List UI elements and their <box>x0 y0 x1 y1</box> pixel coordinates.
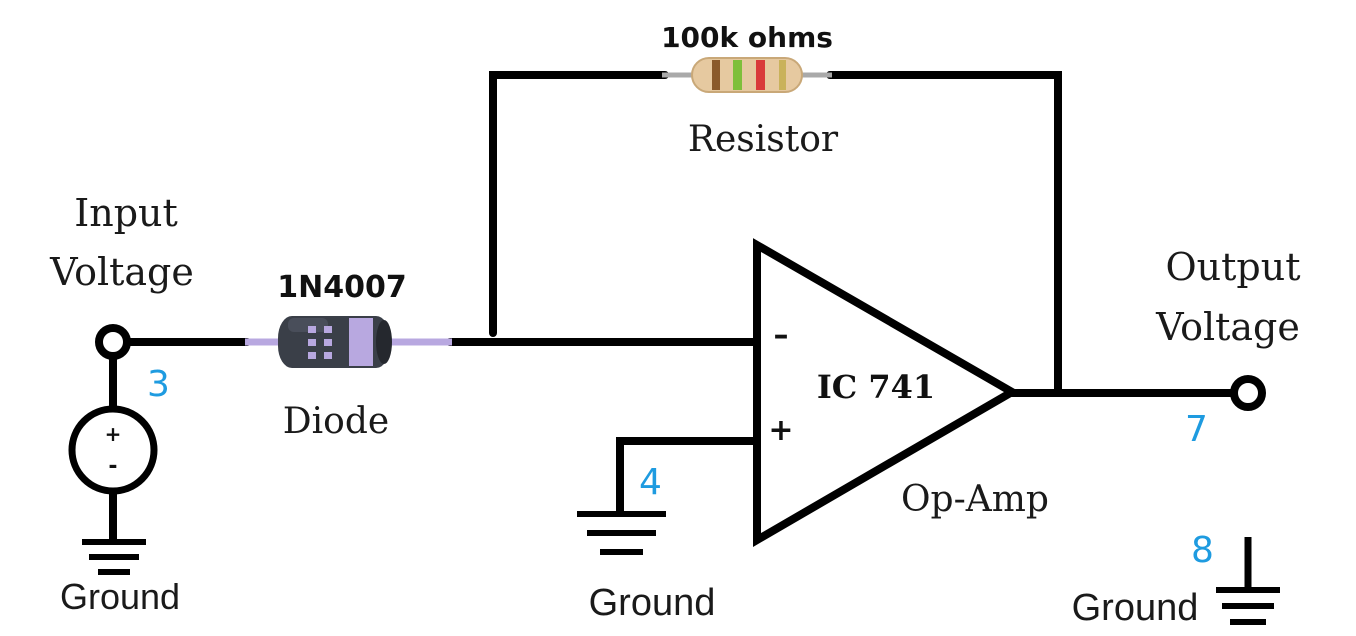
diode-part-label: 1N4007 <box>277 270 406 305</box>
noninverting-input-sign: + <box>768 413 793 448</box>
opamp-part-label: IC 741 <box>817 368 935 406</box>
resistor-name-label: Resistor <box>688 119 839 160</box>
ground-right-label: Ground <box>1072 587 1199 629</box>
pin-3-label: 3 <box>147 364 170 405</box>
ground-left-icon <box>82 539 146 575</box>
ground-left-label: Ground <box>60 576 180 617</box>
output-label-line1: Output <box>1166 245 1301 289</box>
inverting-input-sign: – <box>774 318 789 353</box>
input-label-line2: Voltage <box>49 250 194 294</box>
resistor-value-label: 100k ohms <box>661 21 833 54</box>
feedback-wires <box>489 71 1062 394</box>
ground-mid-icon <box>577 511 666 555</box>
input-label-line1: Input <box>74 191 178 235</box>
pin-7-label: 7 <box>1185 409 1208 450</box>
opamp-triangle-icon <box>753 238 1020 547</box>
voltage-source-icon <box>68 405 158 495</box>
pin-4-label: 4 <box>639 462 662 503</box>
diode-icon <box>245 316 452 368</box>
diode-name-label: Diode <box>283 401 389 442</box>
resistor-icon <box>662 57 832 93</box>
ground-mid-label: Ground <box>589 582 716 624</box>
source-plus-sign: + <box>105 422 122 446</box>
opamp-name-label: Op-Amp <box>901 479 1049 520</box>
ground-mid-wire <box>616 437 761 516</box>
input-terminal-icon <box>95 324 131 360</box>
pin-8-label: 8 <box>1191 530 1214 571</box>
output-label-line2: Voltage <box>1155 305 1300 349</box>
ground-right-icon <box>1216 537 1280 625</box>
source-minus-sign: - <box>108 454 117 479</box>
output-terminal-icon <box>1230 375 1266 411</box>
input-wires <box>109 338 761 544</box>
